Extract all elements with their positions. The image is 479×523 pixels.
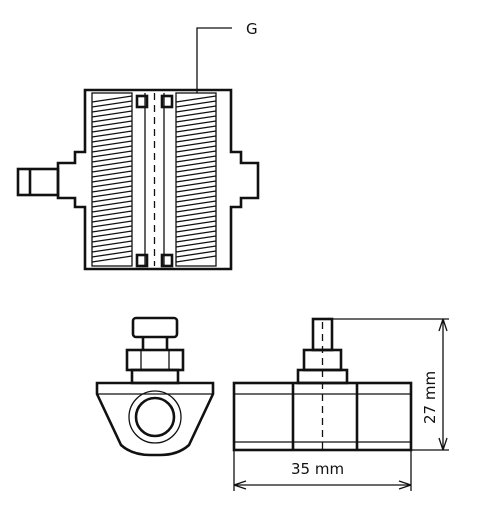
front-view [232, 317, 413, 452]
front-block [232, 381, 413, 452]
height-dimension-label: 27 mm [421, 371, 439, 424]
nut [125, 348, 185, 372]
right-thread-roll [175, 92, 217, 267]
center-slot [135, 93, 174, 268]
side-view [95, 316, 215, 457]
clamp-hole [134, 396, 176, 438]
bolt-head [131, 316, 179, 339]
callout-leader [196, 27, 232, 93]
dimension-height: 27 mm [332, 318, 449, 451]
top-view: G [16, 20, 260, 271]
washer [130, 368, 180, 385]
clamp-body [95, 381, 215, 457]
width-dimension-label: 35 mm [291, 460, 344, 478]
slot-block [160, 253, 174, 268]
top-view-outline [56, 88, 260, 271]
callout-label-g: G [246, 20, 258, 38]
left-thread-roll [91, 92, 133, 267]
slot-block [160, 94, 174, 109]
slot-block [135, 253, 149, 268]
slot-block [135, 94, 149, 109]
dimension-width: 35 mm [233, 450, 412, 491]
side-peg [16, 167, 60, 197]
